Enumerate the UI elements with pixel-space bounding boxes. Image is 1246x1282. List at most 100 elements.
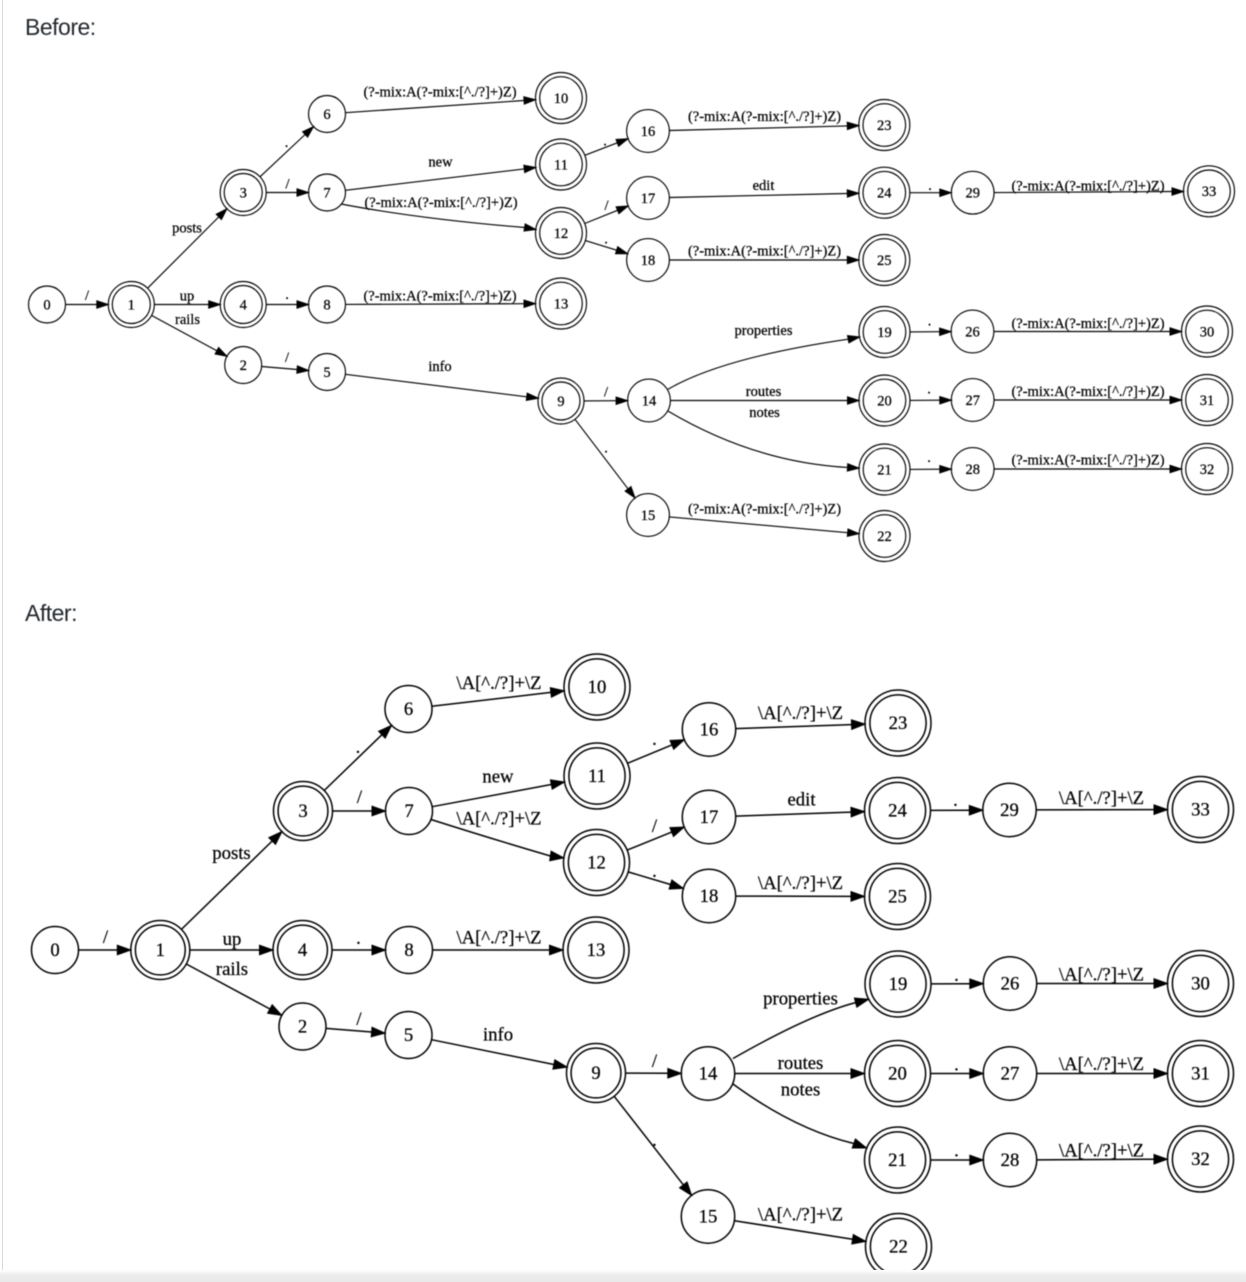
svg-text:13: 13	[554, 296, 569, 312]
svg-text:31: 31	[1191, 1064, 1210, 1085]
svg-text:/: /	[604, 384, 609, 400]
svg-text:11: 11	[588, 766, 606, 787]
svg-text:.: .	[356, 737, 361, 758]
svg-text:rails: rails	[216, 959, 248, 980]
svg-text:18: 18	[700, 886, 719, 907]
svg-text:29: 29	[965, 186, 980, 202]
svg-text:\A[^./?]+\Z: \A[^./?]+\Z	[1059, 1141, 1144, 1162]
svg-text:10: 10	[588, 677, 607, 698]
svg-text:/: /	[285, 350, 290, 366]
svg-text:(?-mix:A(?-mix:[^./?]+)Z): (?-mix:A(?-mix:[^./?]+)Z)	[1011, 384, 1164, 400]
svg-text:12: 12	[554, 226, 569, 242]
svg-text:.: .	[604, 232, 608, 248]
svg-text:.: .	[928, 178, 932, 194]
svg-text:(?-mix:A(?-mix:[^./?]+)Z): (?-mix:A(?-mix:[^./?]+)Z)	[1011, 452, 1164, 468]
svg-text:info: info	[428, 359, 451, 375]
svg-text:30: 30	[1191, 974, 1210, 995]
svg-text:20: 20	[877, 393, 892, 409]
svg-text:4: 4	[298, 940, 308, 961]
svg-text:new: new	[482, 767, 514, 788]
svg-text:33: 33	[1191, 800, 1210, 821]
svg-text:3: 3	[298, 801, 307, 822]
svg-text:.: .	[604, 441, 608, 457]
svg-text:/: /	[103, 927, 109, 948]
svg-text:19: 19	[889, 974, 908, 995]
svg-text:5: 5	[323, 365, 330, 381]
svg-text:(?-mix:A(?-mix:[^./?]+)Z): (?-mix:A(?-mix:[^./?]+)Z)	[688, 109, 841, 125]
svg-text:0: 0	[43, 297, 50, 313]
svg-text:routes: routes	[778, 1053, 824, 1074]
svg-text:28: 28	[1001, 1150, 1020, 1171]
svg-text:19: 19	[877, 325, 892, 341]
svg-text:new: new	[428, 154, 453, 170]
svg-text:30: 30	[1200, 324, 1215, 340]
svg-text:6: 6	[323, 107, 330, 123]
svg-text:15: 15	[641, 508, 656, 524]
svg-text:properties: properties	[735, 323, 793, 339]
svg-text:(?-mix:A(?-mix:[^./?]+)Z): (?-mix:A(?-mix:[^./?]+)Z)	[364, 195, 517, 211]
svg-text:17: 17	[641, 191, 656, 207]
svg-text:20: 20	[888, 1064, 907, 1085]
svg-text:.: .	[954, 1141, 959, 1162]
svg-text:0: 0	[50, 940, 59, 961]
svg-text:15: 15	[699, 1207, 718, 1228]
svg-text:\A[^./?]+\Z: \A[^./?]+\Z	[456, 673, 541, 694]
svg-text:26: 26	[965, 324, 980, 340]
svg-text:3: 3	[240, 185, 247, 201]
svg-text:notes: notes	[781, 1080, 820, 1101]
svg-text:\A[^./?]+\Z: \A[^./?]+\Z	[1059, 1054, 1144, 1075]
svg-text:.: .	[285, 135, 289, 151]
svg-text:.: .	[652, 861, 657, 882]
svg-text:edit: edit	[787, 790, 816, 811]
svg-text:\A[^./?]+\Z: \A[^./?]+\Z	[1059, 965, 1144, 986]
svg-text:8: 8	[323, 297, 330, 313]
svg-text:32: 32	[1200, 462, 1215, 478]
svg-text:.: .	[954, 965, 959, 986]
svg-text:6: 6	[404, 699, 413, 720]
svg-text:18: 18	[641, 253, 656, 269]
svg-text:(?-mix:A(?-mix:[^./?]+)Z): (?-mix:A(?-mix:[^./?]+)Z)	[688, 501, 841, 517]
svg-text:info: info	[483, 1025, 513, 1046]
svg-text:24: 24	[888, 801, 907, 822]
svg-text:/: /	[604, 198, 609, 214]
svg-text:\A[^./?]+\Z: \A[^./?]+\Z	[1059, 788, 1144, 809]
svg-text:26: 26	[1001, 974, 1020, 995]
svg-text:.: .	[285, 287, 289, 303]
svg-text:8: 8	[404, 940, 413, 961]
svg-text:4: 4	[240, 297, 248, 313]
svg-text:\A[^./?]+\Z: \A[^./?]+\Z	[758, 873, 843, 894]
svg-text:29: 29	[1000, 800, 1019, 821]
svg-text:14: 14	[642, 393, 657, 409]
svg-text:1: 1	[128, 297, 135, 313]
svg-text:33: 33	[1202, 184, 1217, 200]
svg-text:/: /	[85, 288, 90, 304]
svg-text:/: /	[356, 1009, 362, 1030]
svg-text:(?-mix:A(?-mix:[^./?]+)Z): (?-mix:A(?-mix:[^./?]+)Z)	[1011, 178, 1164, 194]
svg-text:32: 32	[1191, 1149, 1210, 1170]
svg-text:(?-mix:A(?-mix:[^./?]+)Z): (?-mix:A(?-mix:[^./?]+)Z)	[688, 243, 841, 259]
svg-text:27: 27	[1001, 1064, 1020, 1085]
svg-text:25: 25	[877, 253, 892, 269]
svg-text:routes: routes	[746, 384, 782, 400]
svg-text:7: 7	[404, 801, 413, 822]
svg-text:2: 2	[240, 358, 247, 374]
svg-text:28: 28	[965, 462, 980, 478]
svg-text:posts: posts	[172, 220, 202, 236]
svg-text:11: 11	[554, 157, 568, 173]
svg-text:21: 21	[877, 462, 892, 478]
svg-text:10: 10	[554, 91, 569, 107]
svg-text:1: 1	[156, 940, 165, 961]
svg-text:.: .	[603, 134, 607, 150]
svg-text:.: .	[953, 790, 958, 811]
svg-text:12: 12	[587, 853, 606, 874]
svg-text:7: 7	[323, 185, 330, 201]
svg-text:(?-mix:A(?-mix:[^./?]+)Z): (?-mix:A(?-mix:[^./?]+)Z)	[363, 288, 516, 304]
svg-text:9: 9	[557, 394, 564, 410]
svg-text:up: up	[223, 929, 242, 950]
svg-text:.: .	[927, 382, 931, 398]
svg-text:\A[^./?]+\Z: \A[^./?]+\Z	[758, 1205, 843, 1226]
svg-text:22: 22	[877, 529, 892, 545]
svg-text:22: 22	[889, 1237, 908, 1258]
svg-text:23: 23	[877, 118, 892, 134]
svg-text:.: .	[356, 928, 361, 949]
